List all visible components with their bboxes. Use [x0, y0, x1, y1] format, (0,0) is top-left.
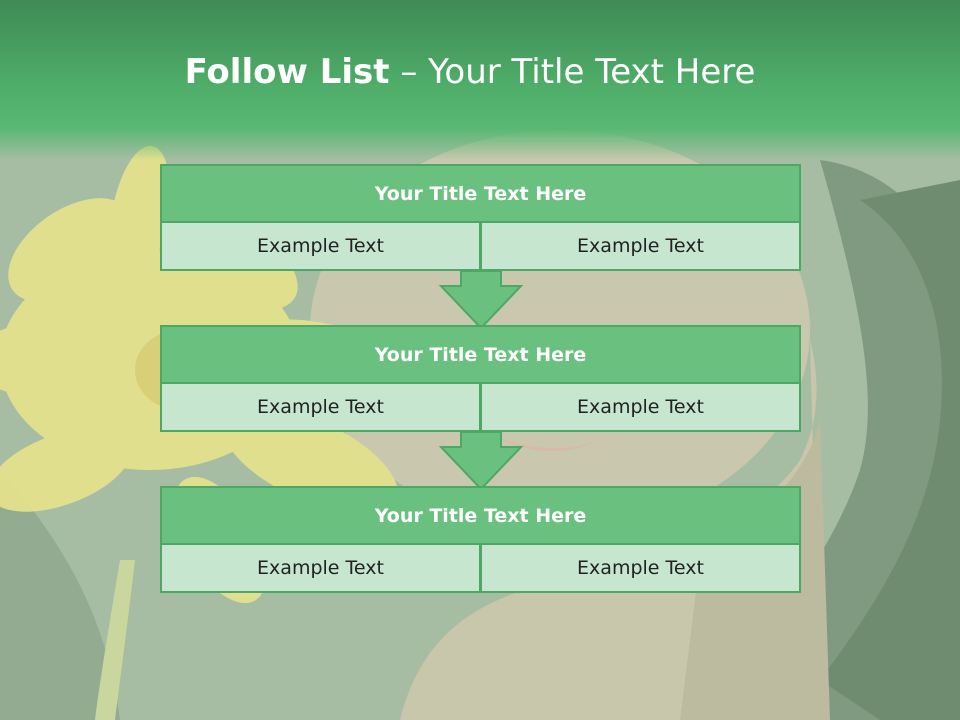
block-title: Your Title Text Here — [160, 164, 801, 223]
block-title: Your Title Text Here — [160, 325, 801, 384]
header-band — [0, 0, 960, 160]
block-cell-left: Example Text — [160, 543, 481, 593]
slide-title-rest: – Your Title Text Here — [400, 52, 756, 92]
block-cell-right: Example Text — [480, 543, 801, 593]
block-cell-right: Example Text — [480, 382, 801, 432]
down-arrow-icon — [438, 431, 524, 491]
block-title: Your Title Text Here — [160, 486, 801, 545]
block-cell-right: Example Text — [480, 221, 801, 271]
slide-title-bold: Follow List — [184, 52, 390, 92]
slide-title: Follow List – Your Title Text Here — [0, 52, 950, 92]
block-cell-left: Example Text — [160, 382, 481, 432]
down-arrow-icon — [438, 270, 524, 330]
block-cell-left: Example Text — [160, 221, 481, 271]
